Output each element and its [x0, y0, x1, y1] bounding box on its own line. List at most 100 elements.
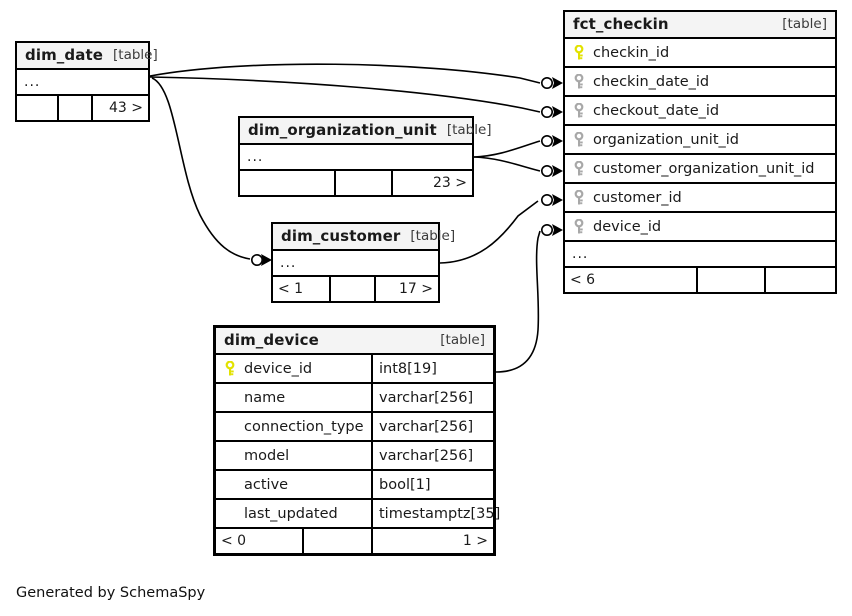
table-title: dim_organization_unit [248, 121, 437, 139]
collapsed-columns-row: ... [273, 251, 438, 277]
primary-key-icon [572, 44, 586, 61]
foreign-key-icon [572, 102, 586, 119]
column-name: connection_type [244, 418, 364, 435]
column-name: active [244, 476, 289, 493]
footer-middle-cell [331, 277, 376, 301]
column-cell: last_updated [216, 506, 371, 522]
footer-children-count: 23 > [433, 175, 467, 191]
column-cell: checkin_date_id [565, 73, 835, 90]
table-row[interactable]: customer_id [565, 184, 835, 213]
edge-dim_device-device_id [495, 230, 541, 373]
column-name: device_id [593, 218, 662, 235]
column-cell: connection_type [216, 419, 371, 435]
column-cell: customer_organization_unit_id [565, 160, 835, 177]
column-cell: checkout_date_id [565, 102, 835, 119]
foreign-key-icon [572, 73, 586, 90]
column-cell: device_id [216, 360, 371, 377]
table-title: fct_checkin [573, 15, 669, 33]
footer-middle-cell [336, 171, 393, 195]
column-cell: name [216, 390, 371, 406]
footer-middle-cell [304, 529, 373, 553]
footer-parents-count [17, 96, 59, 120]
table-row[interactable]: active bool[1] [216, 471, 493, 500]
footer-children-count: 43 > [109, 100, 143, 116]
table-title: dim_customer [281, 227, 401, 245]
table-dim_customer[interactable]: dim_customer [table] ... < 1 17 > [271, 222, 455, 303]
collapsed-columns-row: ... [240, 145, 472, 171]
column-cell: customer_id [565, 189, 835, 206]
column-cell: active [216, 477, 371, 493]
table-row[interactable]: organization_unit_id [565, 126, 835, 155]
table-row[interactable]: device_id int8[19] [216, 355, 493, 384]
table-row[interactable]: device_id [565, 213, 835, 242]
column-name: last_updated [244, 505, 338, 522]
generator-credit: Generated by SchemaSpy [16, 585, 206, 601]
column-type: bool[1] [371, 471, 493, 498]
table-row[interactable]: customer_organization_unit_id [565, 155, 835, 184]
table-type-tag: [table] [113, 47, 158, 63]
foreign-key-icon [572, 160, 586, 177]
table-row[interactable]: checkout_date_id [565, 97, 835, 126]
column-cell: organization_unit_id [565, 131, 835, 148]
table-row[interactable]: checkin_id [565, 39, 835, 68]
edge-dim_org_unit-organization_unit_id [473, 140, 541, 158]
footer-children-count [766, 268, 835, 292]
collapsed-columns-row: ... [17, 70, 148, 96]
footer-parents-count: < 1 [273, 277, 331, 301]
table-title: dim_date [25, 46, 104, 64]
table-row[interactable]: last_updated timestamptz[35] [216, 500, 500, 529]
footer-parents-count: < 6 [565, 268, 698, 292]
column-cell: model [216, 448, 371, 464]
table-type-tag: [table] [782, 16, 827, 32]
footer-children-count: 17 > [399, 281, 433, 297]
table-header: dim_date [table] [17, 43, 158, 70]
table-dim_date[interactable]: dim_date [table] ... 43 > [15, 41, 158, 122]
primary-key-icon [223, 360, 237, 377]
column-type: varchar[256] [371, 413, 493, 440]
column-name: checkin_id [593, 44, 670, 61]
footer-parents-count: < 0 [216, 529, 304, 553]
column-name: model [244, 447, 290, 464]
edge-dim_date-dim_customer [151, 77, 251, 260]
column-type: varchar[256] [371, 384, 493, 411]
table-header: dim_device [table] [216, 328, 493, 355]
table-footer: < 6 [565, 268, 835, 292]
column-name: customer_organization_unit_id [593, 160, 815, 177]
foreign-key-icon [572, 218, 586, 235]
column-type: int8[19] [371, 355, 493, 382]
table-title: dim_device [224, 331, 319, 349]
table-header: fct_checkin [table] [565, 12, 835, 39]
table-footer: 43 > [17, 96, 148, 120]
footer-parents-count [240, 171, 336, 195]
table-header: dim_organization_unit [table] [240, 118, 492, 145]
table-footer: < 1 17 > [273, 277, 438, 301]
column-name: organization_unit_id [593, 131, 739, 148]
table-header: dim_customer [table] [273, 224, 455, 251]
column-name: checkin_date_id [593, 73, 710, 90]
table-type-tag: [table] [440, 332, 485, 348]
column-cell: checkin_id [565, 44, 835, 61]
table-row[interactable]: name varchar[256] [216, 384, 493, 413]
footer-middle-cell [59, 96, 93, 120]
column-type: varchar[256] [371, 442, 493, 469]
table-footer: 23 > [240, 171, 472, 195]
table-footer: < 0 1 > [216, 529, 493, 553]
column-cell: device_id [565, 218, 835, 235]
table-row[interactable]: connection_type varchar[256] [216, 413, 493, 442]
table-type-tag: [table] [446, 122, 492, 138]
edge-dim_date-checkin_date_id [149, 63, 541, 84]
column-name: device_id [244, 360, 313, 377]
column-name: checkout_date_id [593, 102, 720, 119]
table-type-tag: [table] [410, 228, 456, 244]
collapsed-columns-row: ... [565, 242, 835, 268]
table-row[interactable]: checkin_date_id [565, 68, 835, 97]
column-name: customer_id [593, 189, 682, 206]
table-dim_device[interactable]: dim_device [table] device_id int8[19] na… [213, 325, 500, 556]
foreign-key-icon [572, 131, 586, 148]
footer-children-count: 1 > [462, 533, 488, 549]
footer-middle-cell [698, 268, 766, 292]
table-fct_checkin[interactable]: fct_checkin [table] checkin_id checkin_d… [563, 10, 837, 294]
table-dim_organization_unit[interactable]: dim_organization_unit [table] ... 23 > [238, 116, 492, 197]
table-row[interactable]: model varchar[256] [216, 442, 493, 471]
